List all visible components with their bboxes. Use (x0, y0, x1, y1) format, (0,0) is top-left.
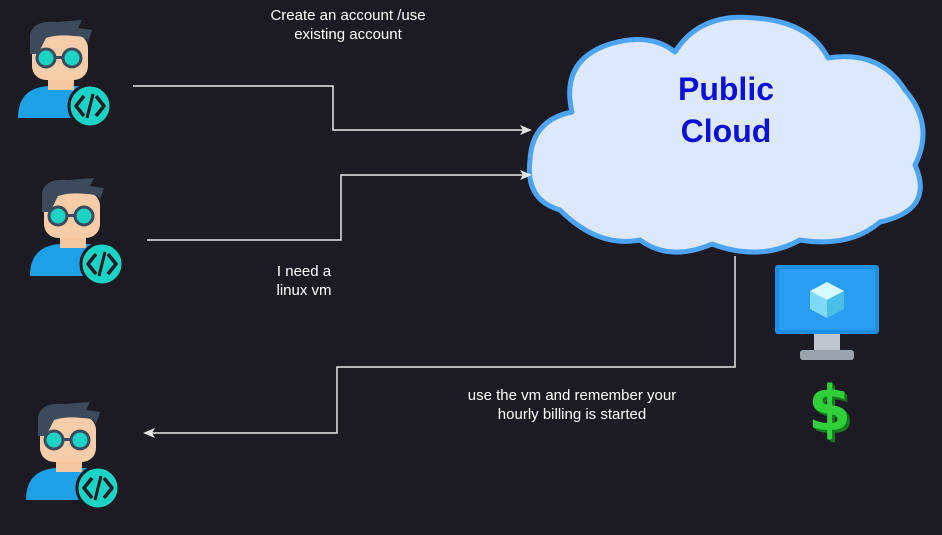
cloud-title: Public Cloud (677, 71, 774, 149)
label-create-account: Create an account /use existing account (270, 7, 426, 43)
arrow-create-account (133, 85, 532, 135)
public-cloud-shape (526, 14, 926, 255)
arrow-need-vm (147, 170, 532, 241)
developer-top-icon (16, 18, 113, 129)
label-need-vm: I need a linux vm (276, 263, 332, 299)
virtual-machine-monitor-icon (775, 265, 879, 360)
developer-bottom-icon (24, 400, 121, 511)
dollar-sign-icon: $ (808, 372, 852, 445)
arrow-use-vm (143, 256, 736, 438)
developer-middle-icon (28, 176, 125, 287)
label-use-vm: use the vm and remember your hourly bill… (467, 387, 677, 423)
